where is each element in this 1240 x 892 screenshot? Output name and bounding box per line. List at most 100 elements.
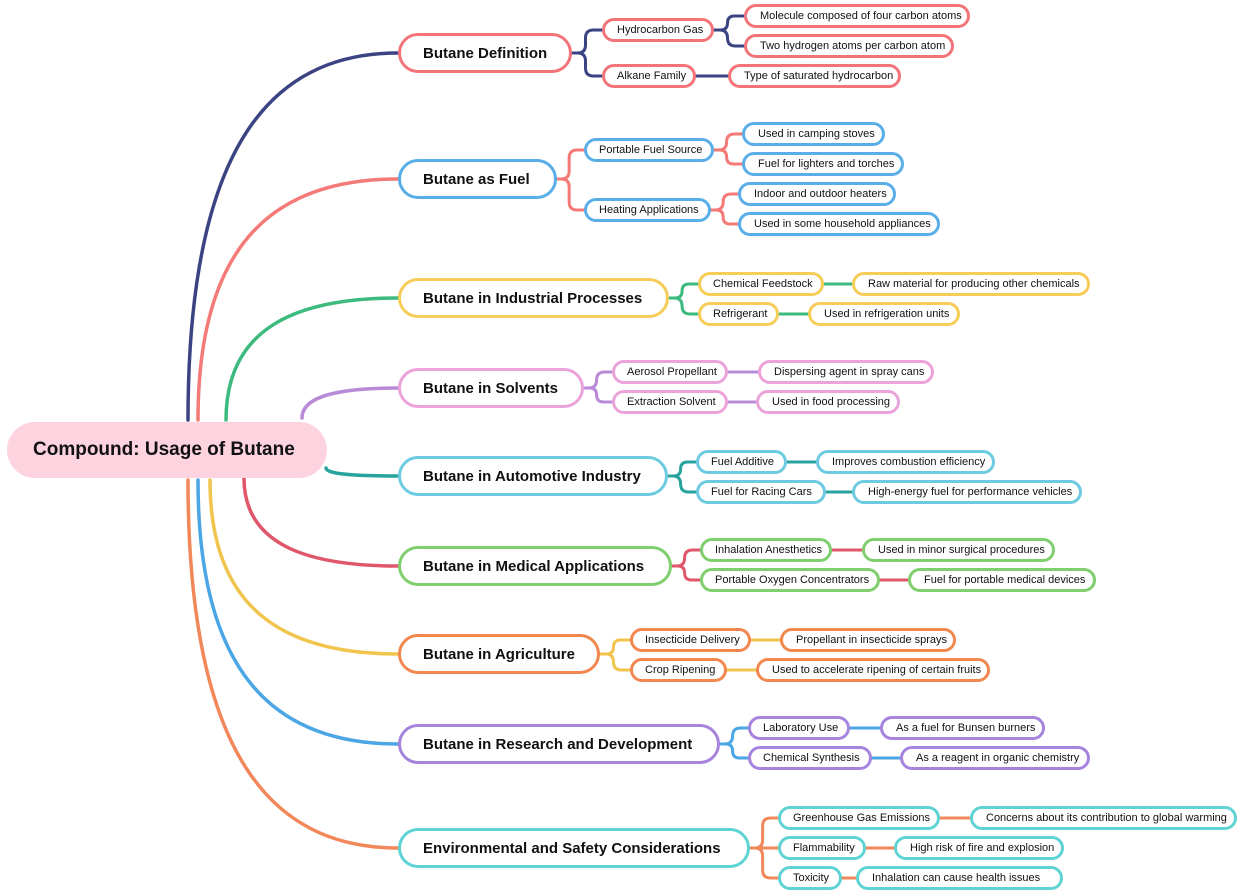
branch-butane-in-research-and-development[interactable]: Butane in Research and Development (398, 724, 720, 764)
sub-extraction-solvent[interactable]: Extraction Solvent (612, 390, 728, 414)
root-to-butane-in-agriculture-link (208, 478, 400, 656)
leaf-high-risk-of-fire-and-explosio[interactable]: High risk of fire and explosion (894, 836, 1064, 860)
sub-alkane-family[interactable]: Alkane Family (602, 64, 696, 88)
root-to-butane-in-solvents-link (300, 386, 400, 420)
leaf-dispersing-agent-in-spray-cans[interactable]: Dispersing agent in spray cans (758, 360, 934, 384)
sub-toxicity[interactable]: Toxicity (778, 866, 842, 890)
sub-insecticide-delivery-label: Insecticide Delivery (645, 634, 740, 646)
branch-butane-in-industrial-processes[interactable]: Butane in Industrial Processes (398, 278, 669, 318)
sub-refrigerant[interactable]: Refrigerant (698, 302, 779, 326)
leaf-used-in-minor-surgical-procedu-label: Used in minor surgical procedures (878, 544, 1045, 556)
root-to-butane-in-medical-applications-link (242, 476, 400, 568)
link-leaf-molecule-composed-of-four-carb (712, 14, 746, 32)
leaf-fuel-for-portable-medical-devi[interactable]: Fuel for portable medical devices (908, 568, 1096, 592)
sub-aerosol-propellant-label: Aerosol Propellant (627, 366, 717, 378)
leaf-used-to-accelerate-ripening-of[interactable]: Used to accelerate ripening of certain f… (756, 658, 990, 682)
branch-butane-definition-label: Butane Definition (423, 44, 548, 62)
leaf-improves-combustion-efficiency-label: Improves combustion efficiency (832, 456, 986, 468)
sub-heating-applications-label: Heating Applications (599, 204, 699, 216)
root-node[interactable]: Compound: Usage of Butane (7, 422, 327, 478)
leaf-as-a-reagent-in-organic-chemis[interactable]: As a reagent in organic chemistry (900, 746, 1090, 770)
sub-greenhouse-gas-emissions-label: Greenhouse Gas Emissions (793, 812, 930, 824)
leaf-raw-material-for-producing-oth[interactable]: Raw material for producing other chemica… (852, 272, 1090, 296)
branch-butane-in-solvents-label: Butane in Solvents (423, 379, 559, 397)
branch-butane-as-fuel-label: Butane as Fuel (423, 170, 530, 188)
leaf-indoor-and-outdoor-heaters[interactable]: Indoor and outdoor heaters (738, 182, 896, 206)
link-portable-oxygen-concentrators (670, 564, 702, 582)
sub-chemical-synthesis[interactable]: Chemical Synthesis (748, 746, 872, 770)
sub-chemical-feedstock[interactable]: Chemical Feedstock (698, 272, 824, 296)
sub-portable-oxygen-concentrators[interactable]: Portable Oxygen Concentrators (700, 568, 880, 592)
sub-alkane-family-label: Alkane Family (617, 70, 687, 82)
branch-butane-definition[interactable]: Butane Definition (398, 33, 572, 73)
root-to-environmental-and-safety-considerations-link (186, 478, 400, 850)
branch-butane-in-medical-applications[interactable]: Butane in Medical Applications (398, 546, 672, 586)
link-aerosol-propellant (582, 370, 614, 390)
leaf-used-in-minor-surgical-procedu[interactable]: Used in minor surgical procedures (862, 538, 1055, 562)
sub-hydrocarbon-gas[interactable]: Hydrocarbon Gas (602, 18, 714, 42)
leaf-molecule-composed-of-four-carb-label: Molecule composed of four carbon atoms (760, 10, 962, 22)
root-to-butane-definition-link (186, 51, 400, 422)
leaf-used-in-food-processing[interactable]: Used in food processing (756, 390, 900, 414)
leaf-fuel-for-lighters-and-torches[interactable]: Fuel for lighters and torches (742, 152, 904, 176)
link-leaf-used-in-some-household-applian (709, 208, 740, 226)
link-leaf-fuel-for-lighters-and-torches (712, 148, 744, 166)
leaf-high-risk-of-fire-and-explosio-label: High risk of fire and explosion (910, 842, 1055, 854)
branch-butane-in-solvents[interactable]: Butane in Solvents (398, 368, 584, 408)
leaf-indoor-and-outdoor-heaters-label: Indoor and outdoor heaters (754, 188, 887, 200)
sub-flammability[interactable]: Flammability (778, 836, 866, 860)
root-node-label: Compound: Usage of Butane (33, 439, 295, 460)
sub-inhalation-anesthetics[interactable]: Inhalation Anesthetics (700, 538, 832, 562)
sub-crop-ripening[interactable]: Crop Ripening (630, 658, 727, 682)
link-leaf-used-in-camping-stoves (712, 132, 744, 152)
leaf-used-in-camping-stoves[interactable]: Used in camping stoves (742, 122, 885, 146)
sub-laboratory-use[interactable]: Laboratory Use (748, 716, 850, 740)
link-chemical-synthesis (718, 742, 750, 760)
leaf-high-energy-fuel-for-performan[interactable]: High-energy fuel for performance vehicle… (852, 480, 1082, 504)
leaf-dispersing-agent-in-spray-cans-label: Dispersing agent in spray cans (774, 366, 925, 378)
link-fuel-additive (666, 460, 698, 478)
branch-butane-in-agriculture[interactable]: Butane in Agriculture (398, 634, 600, 674)
sub-fuel-for-racing-cars[interactable]: Fuel for Racing Cars (696, 480, 826, 504)
sub-inhalation-anesthetics-label: Inhalation Anesthetics (715, 544, 823, 556)
branch-environmental-and-safety-considerations[interactable]: Environmental and Safety Considerations (398, 828, 750, 868)
sub-chemical-feedstock-label: Chemical Feedstock (713, 278, 813, 290)
leaf-inhalation-can-cause-health-is-label: Inhalation can cause health issues (872, 872, 1041, 884)
sub-extraction-solvent-label: Extraction Solvent (627, 396, 716, 408)
leaf-used-in-some-household-applian[interactable]: Used in some household appliances (738, 212, 940, 236)
sub-insecticide-delivery[interactable]: Insecticide Delivery (630, 628, 751, 652)
sub-fuel-for-racing-cars-label: Fuel for Racing Cars (711, 486, 812, 498)
branch-butane-in-automotive-industry[interactable]: Butane in Automotive Industry (398, 456, 668, 496)
leaf-propellant-in-insecticide-spra[interactable]: Propellant in insecticide sprays (780, 628, 956, 652)
leaf-used-in-camping-stoves-label: Used in camping stoves (758, 128, 875, 140)
link-fuel-for-racing-cars (666, 474, 698, 494)
leaf-two-hydrogen-atoms-per-carbon--label: Two hydrogen atoms per carbon atom (760, 40, 946, 52)
leaf-fuel-for-portable-medical-devi-label: Fuel for portable medical devices (924, 574, 1086, 586)
leaf-two-hydrogen-atoms-per-carbon-[interactable]: Two hydrogen atoms per carbon atom (744, 34, 954, 58)
leaf-used-in-refrigeration-units-label: Used in refrigeration units (824, 308, 950, 320)
sub-aerosol-propellant[interactable]: Aerosol Propellant (612, 360, 728, 384)
leaf-as-a-fuel-for-bunsen-burners[interactable]: As a fuel for Bunsen burners (880, 716, 1045, 740)
leaf-type-of-saturated-hydrocarbon-label: Type of saturated hydrocarbon (744, 70, 894, 82)
leaf-used-in-refrigeration-units[interactable]: Used in refrigeration units (808, 302, 960, 326)
sub-portable-fuel-source[interactable]: Portable Fuel Source (584, 138, 714, 162)
link-inhalation-anesthetics (670, 548, 702, 568)
leaf-improves-combustion-efficiency[interactable]: Improves combustion efficiency (816, 450, 995, 474)
leaf-concerns-about-its-contributio[interactable]: Concerns about its contribution to globa… (970, 806, 1237, 830)
link-leaf-indoor-and-outdoor-heaters (709, 192, 740, 212)
leaf-as-a-reagent-in-organic-chemis-label: As a reagent in organic chemistry (916, 752, 1080, 764)
sub-heating-applications[interactable]: Heating Applications (584, 198, 711, 222)
branch-butane-as-fuel[interactable]: Butane as Fuel (398, 159, 557, 199)
sub-portable-oxygen-concentrators-label: Portable Oxygen Concentrators (715, 574, 870, 586)
link-laboratory-use (718, 726, 750, 746)
leaf-inhalation-can-cause-health-is[interactable]: Inhalation can cause health issues (856, 866, 1063, 890)
leaf-molecule-composed-of-four-carb[interactable]: Molecule composed of four carbon atoms (744, 4, 970, 28)
link-heating-applications (555, 177, 586, 212)
sub-flammability-label: Flammability (793, 842, 855, 854)
sub-fuel-additive[interactable]: Fuel Additive (696, 450, 787, 474)
link-alkane-family (570, 51, 604, 78)
sub-greenhouse-gas-emissions[interactable]: Greenhouse Gas Emissions (778, 806, 940, 830)
leaf-type-of-saturated-hydrocarbon[interactable]: Type of saturated hydrocarbon (728, 64, 901, 88)
sub-toxicity-label: Toxicity (793, 872, 830, 884)
